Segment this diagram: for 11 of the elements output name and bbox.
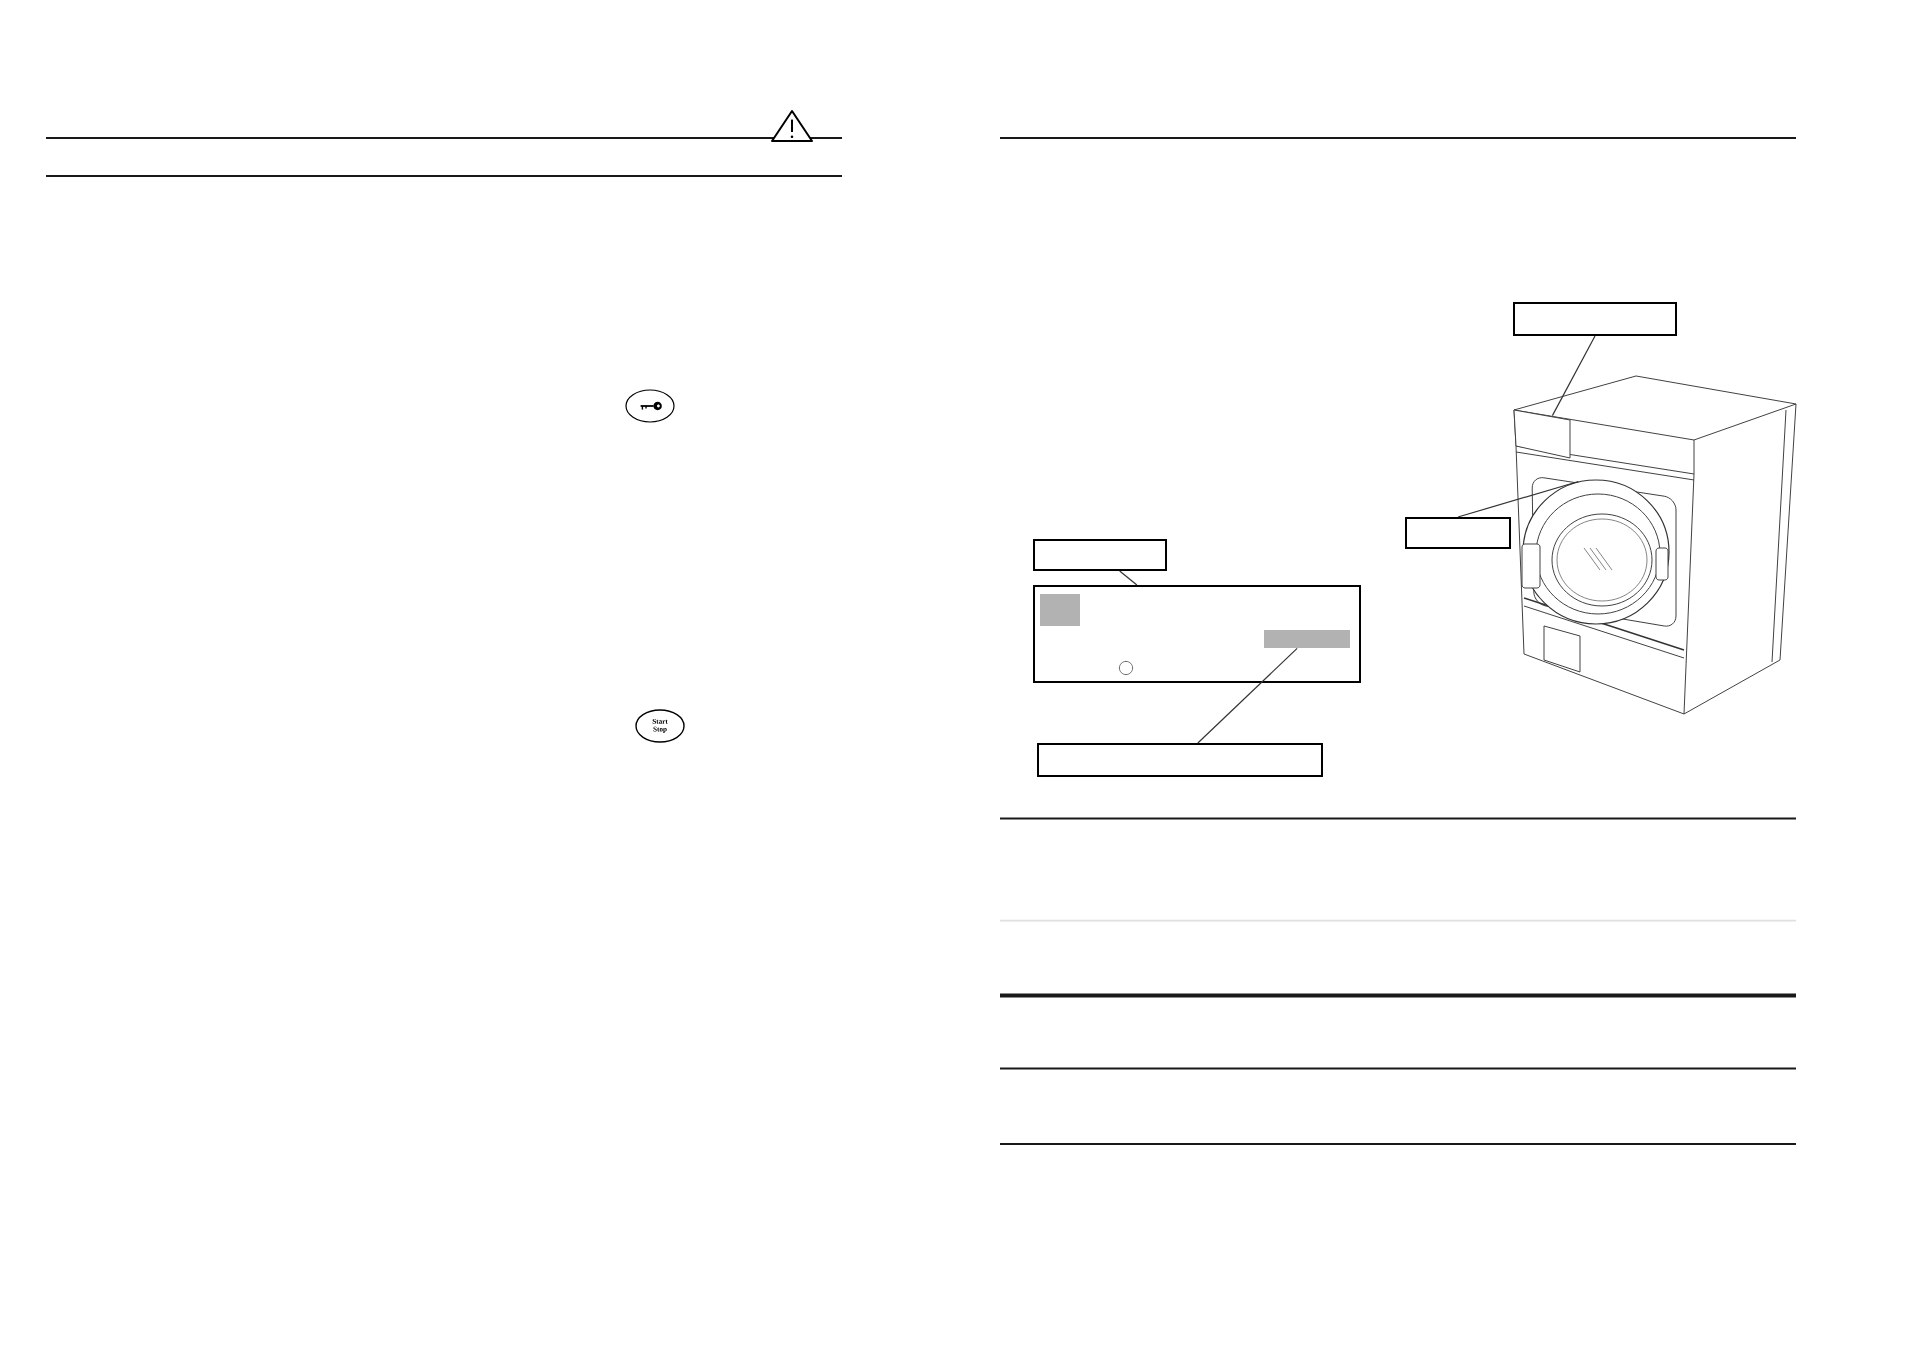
label-box <box>1037 743 1323 777</box>
leader-line <box>1551 335 1596 417</box>
label-box <box>1405 517 1511 549</box>
label-box <box>1513 302 1677 336</box>
control-panel-inset <box>1033 585 1361 683</box>
label-box <box>1033 539 1167 571</box>
leader-line <box>1197 647 1298 744</box>
drawer-panel <box>1513 409 1571 459</box>
leader-line <box>1119 570 1138 586</box>
leader-line <box>1457 480 1580 518</box>
porthole-door <box>1521 479 1670 625</box>
